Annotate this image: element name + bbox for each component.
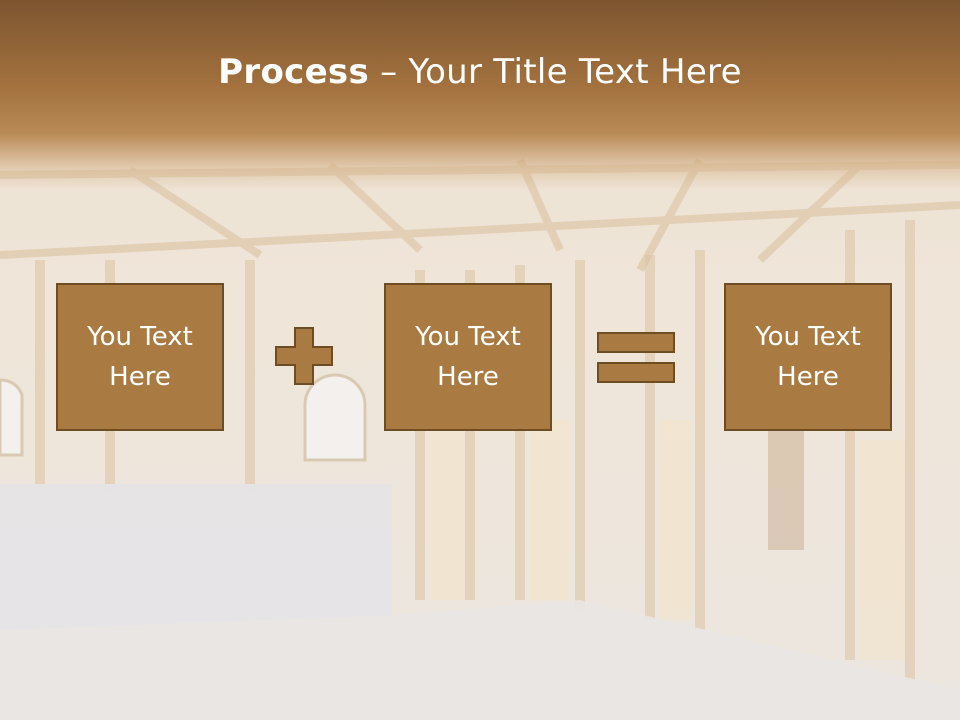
process-box-2[interactable]: You Text Here — [384, 283, 552, 431]
process-box-1-text: You Text Here — [87, 322, 193, 392]
plus-icon — [275, 327, 333, 385]
title-rest-text: – Your Title Text Here — [369, 52, 742, 92]
process-box-1[interactable]: You Text Here — [56, 283, 224, 431]
process-box-2-text: You Text Here — [415, 322, 521, 392]
process-box-result[interactable]: You Text Here — [724, 283, 892, 431]
process-box-result-text: You Text Here — [755, 322, 861, 392]
title-bold-text: Process — [218, 52, 370, 92]
title-bar — [0, 0, 960, 190]
equals-icon — [597, 332, 675, 383]
slide-title: Process – Your Title Text Here — [0, 52, 960, 92]
